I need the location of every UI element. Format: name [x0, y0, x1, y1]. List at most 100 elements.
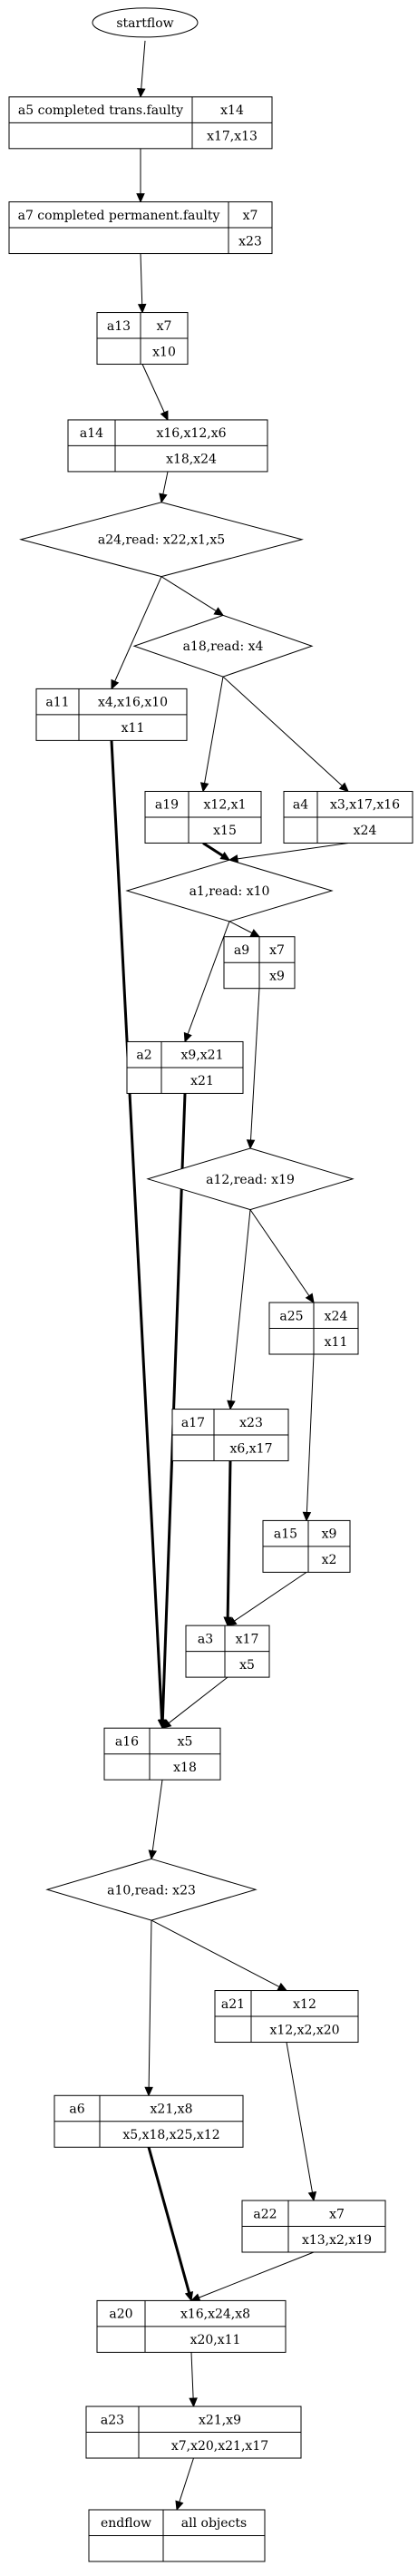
edge-a1-a2	[183, 921, 230, 1043]
table-node-a3: a3 x17 x5	[185, 1625, 270, 1678]
edge-a6-a20	[147, 2146, 194, 2302]
table-top-a5: x14	[220, 103, 244, 118]
edge-a23-endflow	[175, 2457, 194, 2512]
table-bottom-a5: x17,x13	[207, 130, 258, 144]
decision-label-a1: a1,read: x10	[190, 884, 270, 899]
table-node-a7: a7 completed permanent.faulty x7 x23	[8, 201, 273, 255]
table-name-a11: a11	[45, 696, 69, 710]
table-bottom-a20: x20,x11	[190, 2333, 241, 2347]
table-top-a21: x12	[293, 1997, 316, 2012]
table-bottom-a15: x2	[322, 1553, 337, 1567]
edge-a18-a19	[199, 676, 224, 793]
edge-a5-a7	[136, 148, 145, 203]
decision-label-a10: a10,read: x23	[107, 1883, 196, 1898]
edge-a16-a10	[148, 1780, 163, 1860]
table-name-a13: a13	[107, 319, 131, 334]
table-top-a6: x21,x8	[151, 2103, 193, 2117]
table-name-a7: a7 completed permanent.faulty	[18, 209, 220, 223]
table-name-a14: a14	[80, 426, 103, 441]
edge-a3-a16	[161, 1676, 228, 1729]
table-name-a20: a20	[109, 2308, 132, 2322]
edge-a10-a21	[151, 1919, 288, 1992]
edge-a13-a14	[141, 364, 169, 422]
table-node-a16: a16 x5 x18	[103, 1727, 221, 1781]
table-node-a13: a13 x7 x10	[96, 312, 189, 366]
table-bottom-a2: x21	[190, 1074, 214, 1088]
table-bottom-a3: x5	[239, 1658, 255, 1673]
decision-node-a1: a1,read: x10	[125, 859, 334, 922]
table-top-a3: x17	[236, 1632, 259, 1646]
edge-a20-a23	[189, 2352, 198, 2408]
table-name-a9: a9	[234, 943, 249, 958]
table-top-a23: x21,x9	[199, 2413, 241, 2427]
edge-a18-a4	[222, 676, 349, 793]
table-node-a15: a15 x9 x2	[262, 1519, 351, 1573]
edge-a9-a12	[246, 988, 260, 1150]
table-top-a9: x7	[269, 943, 285, 958]
decision-label-a12: a12,read: x19	[206, 1173, 295, 1187]
start-node	[92, 7, 199, 38]
table-name-a16: a16	[115, 1734, 139, 1749]
table-top-a15: x9	[322, 1527, 337, 1542]
table-top-a22: x7	[329, 2207, 345, 2221]
table-name-a15: a15	[274, 1527, 297, 1542]
table-node-a21: a21 x12 x12,x2,x20	[214, 1990, 359, 2044]
table-node-a19: a19 x12,x1 x15	[144, 790, 262, 844]
edge-a25-a15	[302, 1353, 315, 1522]
edge-a19-a1	[202, 842, 231, 861]
table-bottom-a22: x13,x2,x19	[302, 2233, 372, 2248]
decision-label-a24: a24,read: x22,x1,x5	[98, 533, 225, 548]
table-name-a4: a4	[293, 798, 308, 813]
table-bottom-a7: x23	[238, 234, 262, 249]
edge-a17-a3	[223, 1460, 232, 1627]
table-bottom-a16: x18	[173, 1761, 197, 1775]
table-top-a16: x5	[178, 1734, 193, 1749]
table-top-a13: x7	[157, 319, 172, 334]
decision-node-a24: a24,read: x22,x1,x5	[19, 502, 304, 578]
decision-node-a12: a12,read: x19	[146, 1147, 355, 1211]
table-bottom-a21: x12,x2,x20	[269, 2023, 339, 2037]
decision-node-a18: a18,read: x4	[132, 614, 314, 678]
edge-a12-a25	[249, 1209, 315, 1304]
table-name-a21: a21	[221, 1997, 245, 2012]
edges-layer	[110, 40, 349, 2512]
table-bottom-a14: x18,x24	[166, 453, 217, 467]
table-node-a6: a6 x21,x8 x5,x18,x25,x12	[53, 2094, 244, 2148]
table-top-a19: x12,x1	[204, 798, 247, 813]
table-bottom-a19: x15	[213, 824, 237, 838]
table-top-a25: x24	[325, 1309, 348, 1323]
edge-a1-a9	[228, 921, 261, 938]
edge-a22-a20	[190, 2251, 315, 2302]
table-name-a2: a2	[136, 1049, 151, 1063]
edge-a15-a3	[226, 1571, 307, 1626]
table-node-a25: a25 x24 x11	[268, 1302, 359, 1355]
table-top-a11: x4,x16,x10	[98, 696, 168, 710]
start-label: startflow	[116, 16, 173, 31]
edge-a12-a17	[227, 1209, 251, 1410]
table-bottom-a13: x10	[152, 345, 176, 359]
table-name-a25: a25	[279, 1309, 303, 1323]
table-bottom-a6: x5,x18,x25,x12	[122, 2128, 219, 2142]
table-name-a23: a23	[101, 2413, 124, 2427]
edge-a4-a1	[228, 842, 349, 864]
table-top-a17: x23	[239, 1416, 263, 1430]
table-top-a4: x3,x17,x16	[330, 798, 400, 813]
table-name-a6: a6	[69, 2103, 84, 2117]
edge-a24-a18	[160, 576, 225, 617]
table-bottom-a25: x11	[325, 1335, 348, 1350]
decision-node-a10: a10,read: x23	[45, 1858, 258, 1921]
table-name-a19: a19	[155, 798, 179, 813]
table-top-a7: x7	[243, 209, 258, 223]
table-name-a3: a3	[198, 1632, 213, 1646]
table-bottom-a17: x6,x17	[230, 1441, 273, 1456]
decision-label-a18: a18,read: x4	[183, 639, 264, 654]
